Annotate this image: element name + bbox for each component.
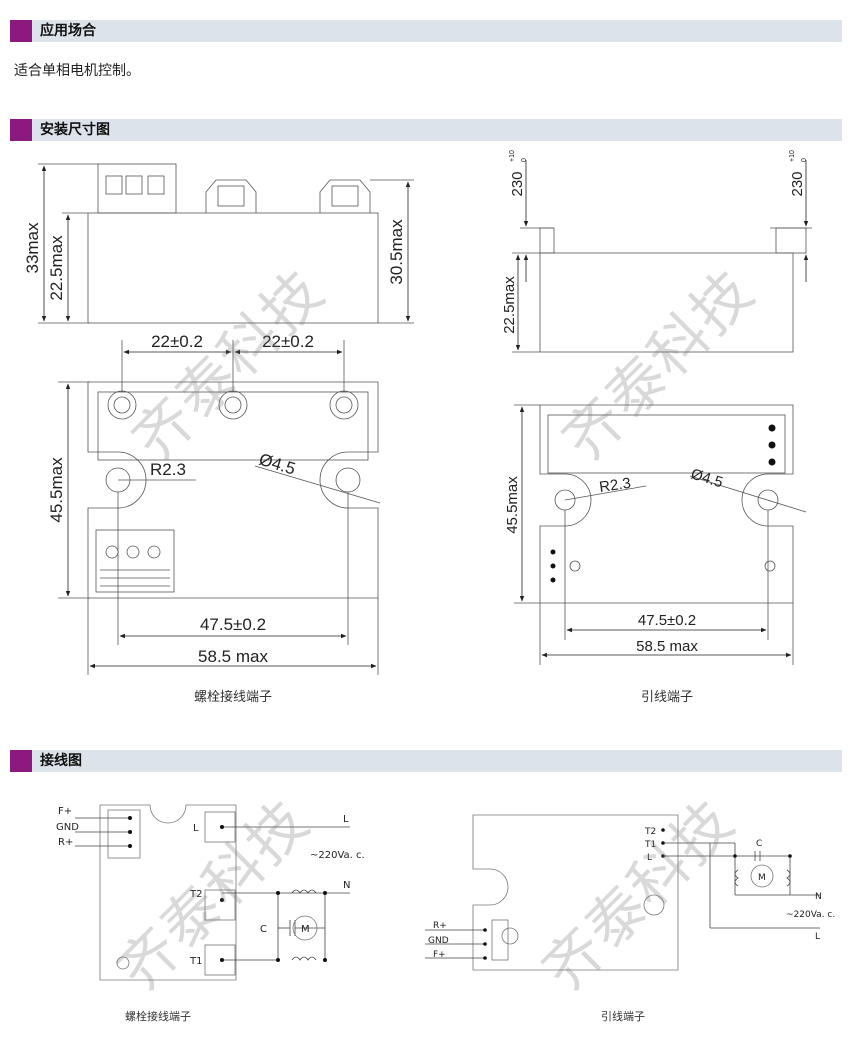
dim-mount: 47.5±0.2 [200, 615, 266, 634]
dim-lead-hole: Ø4.5 [689, 466, 725, 492]
top-view-lead [514, 404, 807, 665]
wiring-label-motor: M [758, 873, 766, 883]
section-title: 应用场合 [40, 23, 96, 39]
section-title: 接线图 [40, 753, 82, 769]
dim-lead-radius: R2.3 [598, 475, 632, 496]
dim-lead-right: 230 [789, 171, 806, 196]
section-header-dimensions: 安装尺寸图 [10, 119, 842, 141]
section-marker [10, 20, 32, 42]
caption-dim-screw: 螺栓接线端子 [193, 690, 272, 705]
dim-lead-h-body: 22.5max [501, 276, 518, 334]
caption-wiring-lead: 引线端子 [601, 1010, 645, 1023]
section-header-wiring: 接线图 [10, 750, 842, 772]
dim-drawing-lead-wires [512, 160, 812, 665]
wiring-label-line-n: N [815, 892, 822, 902]
wiring-label-cap: C [260, 924, 267, 935]
wiring-label-fplus: F+ [58, 806, 72, 817]
dim-lead-height: 45.5max [504, 476, 521, 534]
dim-drawing-screw-terminals [38, 163, 414, 675]
wiring-dots-screw [128, 816, 327, 962]
wiring-label-supply: ~220Va. c. [786, 910, 835, 920]
top-view-screw [58, 340, 381, 675]
dim-h-body: 22.5max [47, 235, 66, 301]
section-title: 安装尺寸图 [40, 122, 110, 138]
section-marker [10, 750, 32, 772]
dim-lead-left-tol-top: +10 [509, 150, 516, 162]
wiring-diagram-lead [425, 814, 820, 971]
side-view-lead [512, 160, 812, 353]
dim-lead-mount: 47.5±0.2 [638, 612, 696, 629]
dim-width: 58.5 max [198, 647, 268, 666]
wiring-label-gnd: GND [56, 822, 79, 833]
dim-radius: R2.3 [150, 460, 186, 479]
dim-lead-left: 230 [509, 171, 526, 196]
wiring-label-l-term: L [647, 853, 652, 863]
wiring-label-t1: T1 [189, 956, 202, 967]
caption-dim-lead: 引线端子 [640, 690, 693, 705]
wiring-label-supply: ~220Va. c. [310, 850, 365, 861]
wiring-label-line-l: L [815, 932, 820, 942]
dim-height: 45.5max [47, 457, 66, 523]
dim-pitch1: 22±0.2 [151, 332, 203, 351]
lead-wire-dots [550, 424, 776, 583]
wiring-label-cap: C [756, 839, 762, 849]
wiring-label-rplus: R+ [58, 837, 73, 848]
wiring-label-gnd: GND [428, 936, 449, 946]
dim-h-right: 30.5max [387, 219, 406, 285]
section-header-application: 应用场合 [10, 20, 842, 42]
dim-hole: Ø4.5 [257, 450, 298, 479]
dim-lead-right-tol-bottom: 0 [801, 158, 808, 162]
wiring-label-line-n: N [343, 880, 350, 891]
wiring-diagram-screw [75, 804, 350, 981]
side-view-screw [38, 163, 414, 324]
wiring-label-rplus: R+ [433, 921, 447, 931]
wiring-label-l-term: L [193, 823, 199, 834]
dim-lead-right-tol-top: +10 [789, 150, 796, 162]
wiring-label-motor: M [301, 924, 310, 935]
dim-lead-width: 58.5 max [636, 638, 698, 655]
wiring-dots-lead [483, 828, 792, 960]
wiring-label-line-l: L [343, 814, 349, 825]
caption-wiring-screw: 螺栓接线端子 [125, 1010, 191, 1023]
dim-lead-left-tol-bottom: 0 [521, 158, 528, 162]
section-marker [10, 119, 32, 141]
application-text: 适合单相电机控制。 [14, 63, 140, 79]
wiring-label-t2: T2 [644, 827, 656, 837]
dim-pitch2: 22±0.2 [262, 332, 314, 351]
wiring-label-t2: T2 [189, 889, 202, 900]
wiring-label-fplus: F+ [433, 950, 446, 960]
wiring-label-t1: T1 [644, 840, 656, 850]
dim-h-total: 33max [23, 222, 42, 274]
